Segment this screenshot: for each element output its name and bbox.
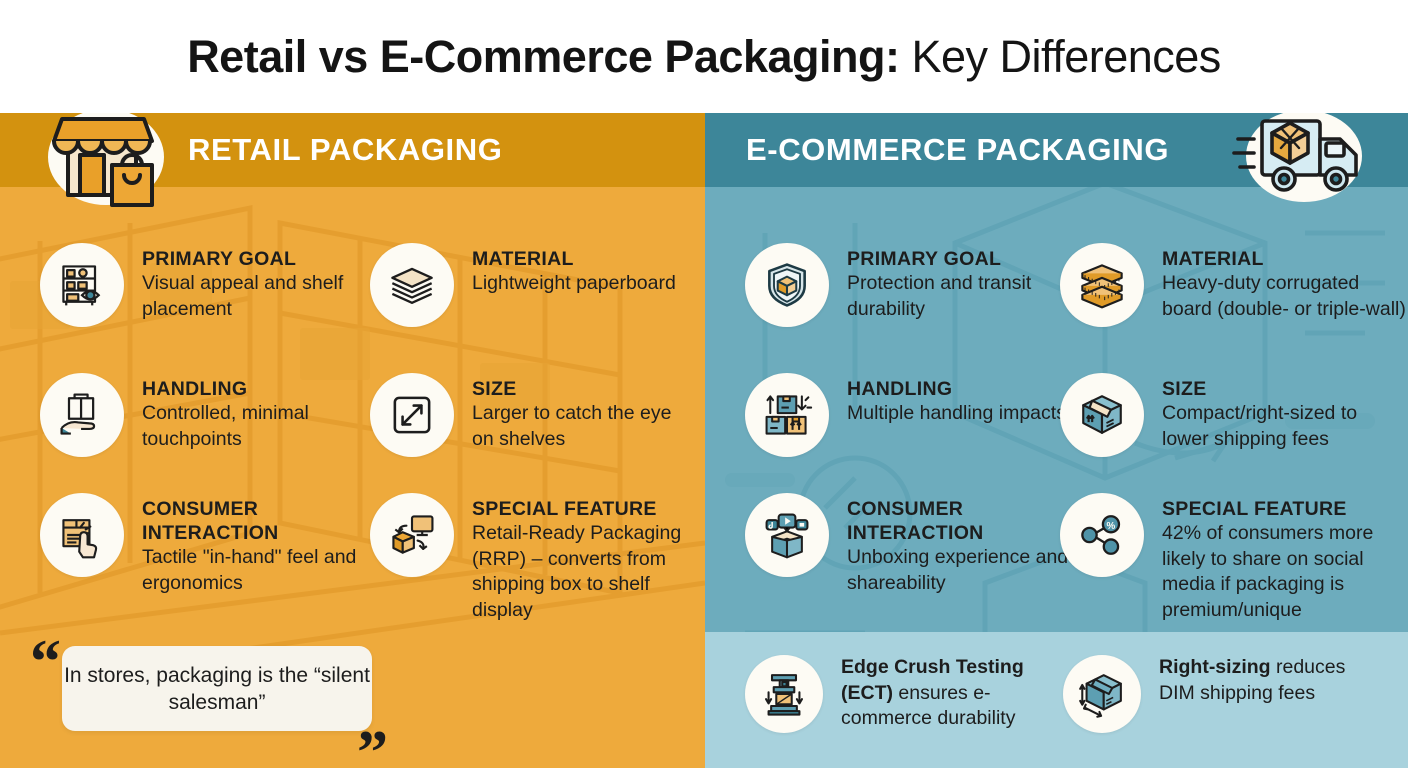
hand-box-icon	[40, 373, 124, 457]
item-label: SIZE	[1162, 378, 1207, 400]
footnote-bold: Right-sizing	[1159, 656, 1271, 678]
retail-item-text: PRIMARY GOAL Visual appeal and shelf pla…	[142, 243, 362, 322]
retail-item-text: HANDLING Controlled, minimal touchpoints	[142, 373, 362, 452]
footnote-bold: Edge Crush Testing (ECT)	[841, 656, 1024, 704]
item-desc: Tactile "in-hand" feel and ergonomics	[142, 546, 357, 594]
page-title: Retail vs E-Commerce Packaging: Key Diff…	[187, 31, 1221, 83]
item-desc: Unboxing experience and shareability	[847, 546, 1069, 594]
item-desc: Protection and transit durability	[847, 272, 1032, 320]
page-title-bold: Retail vs E-Commerce Packaging:	[187, 30, 900, 82]
quote-close-mark: ”	[357, 719, 388, 768]
stacked-boxes-impact-icon	[745, 373, 829, 457]
expand-arrows-icon	[370, 373, 454, 457]
retail-item-consumer-interaction: CONSUMER INTERACTION Tactile "in-hand" f…	[40, 493, 362, 596]
item-label: HANDLING	[847, 378, 953, 400]
shelf-eye-icon	[40, 243, 124, 327]
retail-item-text: CONSUMER INTERACTION Tactile "in-hand" f…	[142, 493, 362, 596]
retail-panel: RETAIL PACKAGING	[0, 113, 705, 768]
ecom-item-text: CONSUMER INTERACTION Unboxing experience…	[847, 493, 1097, 596]
box-dimensions-icon	[1063, 655, 1141, 733]
ecom-item-primary-goal: PRIMARY GOAL Protection and transit dura…	[745, 243, 1067, 327]
delivery-truck-icon	[1232, 113, 1362, 202]
paper-stack-icon	[370, 243, 454, 327]
item-label: CONSUMER INTERACTION	[142, 498, 279, 544]
ecommerce-header-label: E-COMMERCE PACKAGING	[746, 132, 1170, 167]
ecom-item-text: SPECIAL FEATURE 42% of consumers more li…	[1162, 493, 1408, 623]
retail-item-text: MATERIAL Lightweight paperboard	[472, 243, 676, 297]
ecom-footnote-ect: Edge Crush Testing (ECT) ensures e-comme…	[745, 655, 1041, 733]
retail-item-text: SIZE Larger to catch the eye on shelves	[472, 373, 692, 452]
quote-text: In stores, packaging is the “silent sale…	[64, 663, 370, 714]
retail-item-size: SIZE Larger to catch the eye on shelves	[370, 373, 692, 457]
share-percent-icon: %	[1060, 493, 1144, 577]
item-desc: Larger to catch the eye on shelves	[472, 402, 672, 450]
footnote-line: Right-sizing reduces DIM shipping fees	[1159, 655, 1359, 706]
title-bar: Retail vs E-Commerce Packaging: Key Diff…	[0, 0, 1408, 113]
item-label: MATERIAL	[472, 248, 574, 270]
item-label: SPECIAL FEATURE	[1162, 498, 1347, 520]
shield-box-icon	[745, 243, 829, 327]
retail-item-text: SPECIAL FEATURE Retail-Ready Packaging (…	[472, 493, 705, 623]
retail-item-special-feature: SPECIAL FEATURE Retail-Ready Packaging (…	[370, 493, 705, 623]
item-label: SPECIAL FEATURE	[472, 498, 657, 520]
item-desc: Lightweight paperboard	[472, 272, 676, 294]
box-to-display-icon	[370, 493, 454, 577]
ecom-item-special-feature: % SPECIAL FEATURE 42% of consumers more …	[1060, 493, 1408, 623]
retail-quote: “ In stores, packaging is the “silent sa…	[30, 631, 390, 768]
ecom-item-handling: HANDLING Multiple handling impacts	[745, 373, 1066, 457]
ecom-item-text: PRIMARY GOAL Protection and transit dura…	[847, 243, 1067, 322]
item-desc: Compact/right-sized to lower shipping fe…	[1162, 402, 1358, 450]
ecom-footnote-text: Right-sizing reduces DIM shipping fees	[1159, 655, 1359, 706]
item-desc: Controlled, minimal touchpoints	[142, 402, 309, 450]
svg-text:%: %	[1107, 521, 1116, 532]
crush-test-press-icon	[745, 655, 823, 733]
retail-item-primary-goal: PRIMARY GOAL Visual appeal and shelf pla…	[40, 243, 362, 327]
unboxing-social-icon	[745, 493, 829, 577]
item-desc: Heavy-duty corrugated board (double- or …	[1162, 272, 1406, 320]
ecom-item-text: HANDLING Multiple handling impacts	[847, 373, 1066, 427]
page-title-regular: Key Differences	[899, 30, 1221, 82]
corrugated-stack-icon	[1060, 243, 1144, 327]
ecom-item-consumer-interaction: CONSUMER INTERACTION Unboxing experience…	[745, 493, 1097, 596]
ecom-item-material: MATERIAL Heavy-duty corrugated board (do…	[1060, 243, 1408, 327]
ecom-item-size: SIZE Compact/right-sized to lower shippi…	[1060, 373, 1408, 457]
item-label: PRIMARY GOAL	[847, 248, 1002, 270]
ecom-item-text: MATERIAL Heavy-duty corrugated board (do…	[1162, 243, 1408, 322]
item-label: CONSUMER INTERACTION	[847, 498, 984, 544]
item-desc: Retail-Ready Packaging (RRP) – converts …	[472, 522, 682, 621]
hand-touch-box-icon	[40, 493, 124, 577]
ecom-footnote-text: Edge Crush Testing (ECT) ensures e-comme…	[841, 655, 1041, 732]
ecom-footnote-right-sizing: Right-sizing reduces DIM shipping fees	[1063, 655, 1359, 733]
retail-item-material: MATERIAL Lightweight paperboard	[370, 243, 676, 327]
item-desc: 42% of consumers more likely to share on…	[1162, 522, 1374, 621]
quote-open-mark: “	[30, 628, 61, 696]
storefront-icon	[48, 113, 164, 207]
footnote-rest: reduces DIM shipping fees	[1159, 656, 1346, 704]
item-desc: Visual appeal and shelf placement	[142, 272, 344, 320]
footnote-line: Edge Crush Testing (ECT) ensures e-comme…	[841, 655, 1041, 732]
item-label: HANDLING	[142, 378, 248, 400]
item-desc: Multiple handling impacts	[847, 402, 1066, 424]
compact-box-icon	[1060, 373, 1144, 457]
retail-item-handling: HANDLING Controlled, minimal touchpoints	[40, 373, 362, 457]
item-label: SIZE	[472, 378, 517, 400]
ecom-item-text: SIZE Compact/right-sized to lower shippi…	[1162, 373, 1408, 452]
item-label: PRIMARY GOAL	[142, 248, 297, 270]
quote-box: In stores, packaging is the “silent sale…	[62, 646, 372, 731]
retail-header-label: RETAIL PACKAGING	[188, 132, 503, 167]
item-label: MATERIAL	[1162, 248, 1264, 270]
footnote-rest: ensures e-commerce durability	[841, 681, 1016, 730]
